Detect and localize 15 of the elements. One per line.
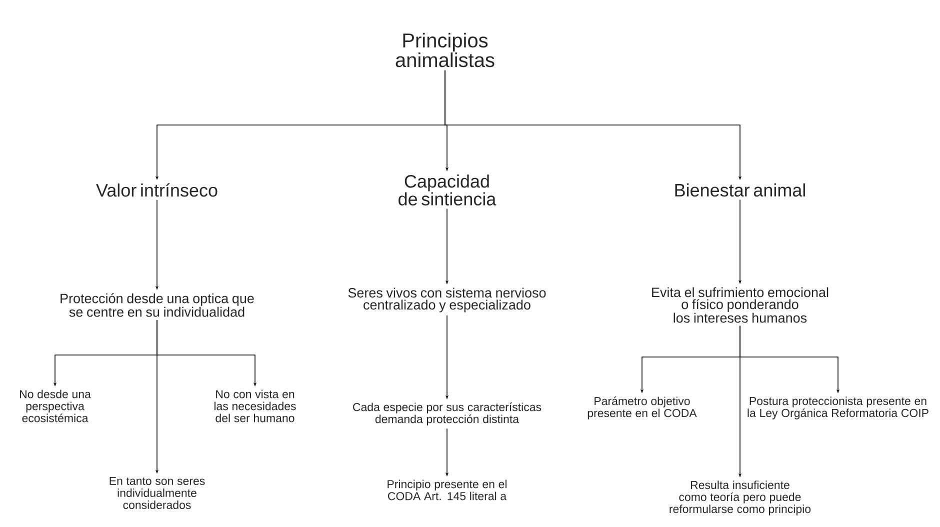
node-text: Principios animalistas [396, 32, 494, 68]
node-text: Principio presente en el CODA Art. 145 literal a [388, 480, 507, 500]
node-text: Capacidad de sintiencia [398, 174, 496, 206]
node-text: Resulta insuficiente como teoría pero puede reformularse como principio [670, 480, 811, 516]
node-text: Postura proteccionista presente en la Ley Orgánica Reformatoria COIP [748, 396, 928, 420]
node-text: Valor intrínseco [96, 183, 218, 197]
node-text: Bienestar animal [675, 183, 805, 197]
node-text: Seres vivos con sistema nervioso centralizado y especializado [348, 288, 546, 312]
node-text: No desde una perspectiva ecosistémica [20, 390, 91, 422]
node-text: No con vista en las necesidades del ser humano [214, 390, 296, 422]
node-text: En tanto son seres individualmente considerados [110, 476, 205, 509]
node-text: Cada especie por sus características demanda protección distinta [353, 402, 542, 426]
node-text: Parámetro objetivo presente en el CODA [588, 396, 697, 420]
node-text: Protección desde una optica que se centre en su individualidad [60, 293, 254, 317]
node-text: Evita el sufrimiento emocional o físico ponderando los intereses humanos [652, 287, 828, 323]
